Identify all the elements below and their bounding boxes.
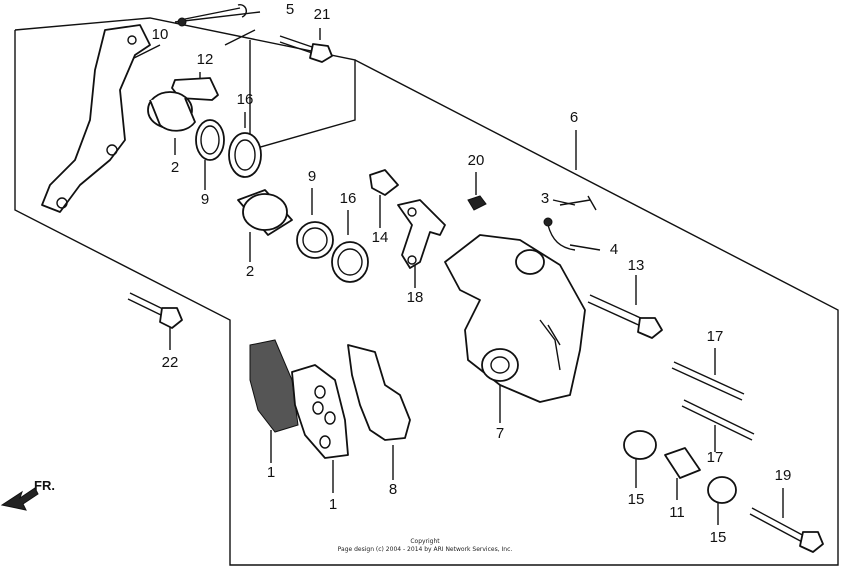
label-part-4: 4: [610, 241, 618, 258]
brake-pad-front: [291, 364, 349, 459]
label-part-10: 10: [152, 26, 169, 43]
label-part-15b: 15: [710, 529, 727, 546]
label-part-16a: 16: [237, 91, 254, 108]
label-part-7: 7: [496, 425, 504, 442]
seal-16-upper: [228, 132, 262, 178]
pin-17-lower: [681, 399, 755, 441]
part-labels: 5 21 10 12 16 2 9 6 20 9 16 3 14 4 2 13 …: [152, 1, 792, 546]
label-part-21: 21: [314, 6, 331, 23]
boot-14: [369, 169, 399, 196]
label-part-9a: 9: [201, 191, 209, 208]
label-part-11: 11: [669, 504, 685, 521]
label-part-1b: 1: [329, 496, 337, 513]
diagram-frame: [14, 17, 839, 566]
label-part-17b: 17: [707, 449, 724, 466]
bolt-19: [749, 507, 824, 553]
piston-upper: [147, 91, 196, 132]
label-part-1a: 1: [267, 464, 275, 481]
label-part-2a: 2: [171, 159, 179, 176]
label-part-3: 3: [541, 190, 549, 207]
pipe-4: [547, 224, 576, 251]
sleeve-11: [664, 447, 701, 479]
fitting-3: [559, 195, 597, 211]
caliper-bracket: [41, 24, 151, 213]
leader-lines: [129, 11, 784, 525]
boot-15-left: [623, 430, 657, 460]
piston-lower: [237, 189, 293, 236]
label-part-14: 14: [372, 229, 389, 246]
label-part-12: 12: [197, 51, 214, 68]
shim-8: [347, 344, 411, 441]
label-part-13: 13: [628, 257, 645, 274]
copyright-line-1: Copyright: [410, 538, 440, 545]
parts: FR.: [0, 3, 824, 553]
pin-5: [179, 3, 248, 21]
bolt-21: [279, 35, 333, 63]
seal-9-lower: [296, 221, 334, 259]
pin-17-upper: [671, 361, 745, 401]
label-part-20: 20: [468, 152, 485, 169]
direction-label: FR.: [34, 478, 55, 493]
label-part-6: 6: [570, 109, 578, 126]
bolt-13: [587, 294, 663, 339]
copyright-line-2: Page design (c) 2004 - 2014 by ARI Netwo…: [338, 546, 513, 553]
bolt-22: [127, 292, 183, 329]
label-part-2b: 2: [246, 263, 254, 280]
label-part-19: 19: [775, 467, 792, 484]
retainer-clip: [171, 77, 219, 101]
seal-16-lower: [331, 241, 369, 283]
label-part-18: 18: [407, 289, 424, 306]
label-part-17a: 17: [707, 328, 724, 345]
brake-pad-rear: [249, 339, 299, 433]
label-part-8: 8: [389, 481, 397, 498]
boot-15-right: [707, 476, 737, 504]
label-part-22: 22: [162, 354, 179, 371]
label-part-15a: 15: [628, 491, 645, 508]
front-direction-arrow: FR.: [0, 478, 55, 511]
label-part-9b: 9: [308, 168, 316, 185]
caliper-body: [444, 234, 586, 403]
label-part-16b: 16: [340, 190, 357, 207]
label-part-5: 5: [286, 1, 294, 18]
plate-18: [397, 199, 446, 269]
